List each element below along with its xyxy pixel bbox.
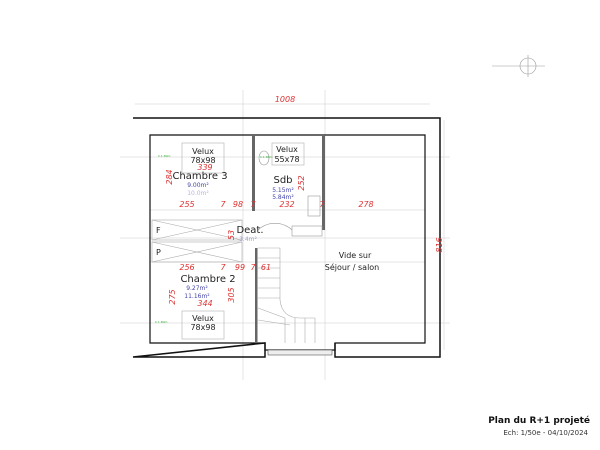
dimension-label: 98: [233, 200, 243, 209]
velux-window: [181, 310, 225, 340]
dimension-label: 305: [227, 287, 236, 302]
room-area: 9.27m²: [186, 285, 208, 292]
room-area: 3.4m²: [239, 236, 257, 243]
velux-window: [181, 142, 225, 174]
height-note: h.1.80m: [155, 320, 168, 324]
overall-depth-dimension: 816: [435, 237, 444, 252]
wardrobes: [151, 219, 243, 263]
room-area: 11.16m²: [184, 293, 210, 300]
room-area: 9.00m²: [187, 182, 209, 189]
dimension-label: 255: [179, 200, 194, 209]
height-note: h.1.80m: [260, 155, 273, 159]
staircase: [257, 247, 316, 343]
dimension-label: 53: [227, 230, 236, 240]
dimension-label: 7: [250, 263, 256, 272]
partitions: [252, 135, 325, 343]
room-name-placard: F: [156, 226, 161, 235]
dimension-label: 99: [235, 263, 245, 272]
north-arrow-icon: [492, 55, 545, 77]
inner-wall: [149, 134, 426, 351]
room-name-chambre-2: Chambre 2: [180, 274, 235, 285]
room-area: 5.15m²: [272, 187, 294, 194]
height-note: h.1.80m: [158, 154, 171, 158]
room-name-chambre-3: Chambre 3: [172, 171, 227, 182]
room-area: 5.84m²: [272, 194, 294, 201]
velux-size: 55x78: [274, 155, 299, 164]
stair-landing: [267, 349, 333, 356]
plan-title: Plan du R+1 projeté: [488, 416, 590, 426]
dimension-label: 252: [297, 175, 306, 190]
plan-subtitle: Ech: 1/50e - 04/10/2024: [503, 429, 588, 437]
void-label: Séjour / salon: [325, 262, 380, 272]
room-name-degagement: Deat.: [236, 225, 263, 236]
dimension-label: 7: [220, 200, 226, 209]
dimension-label: 232: [279, 200, 294, 209]
overall-width-dimension: 1008: [275, 95, 295, 104]
dimension-label: 7: [220, 263, 226, 272]
dimension-label: 7: [319, 200, 325, 209]
dimension-label: 339: [197, 163, 212, 172]
dimension-label: 278: [358, 200, 373, 209]
dimension-label: 275: [168, 289, 177, 304]
dimension-label: 344: [197, 299, 212, 308]
dimension-label: 61: [261, 263, 271, 272]
room-name-sdb: Sdb: [273, 175, 292, 186]
velux-size: 78x98: [190, 156, 215, 165]
velux-label: Velux: [192, 147, 214, 156]
velux-label: Velux: [276, 145, 298, 154]
void-label: Vide sur: [339, 251, 372, 260]
room-area: 10.0m²: [187, 190, 209, 197]
velux-size: 78x98: [190, 323, 215, 332]
velux-label: Velux: [192, 314, 214, 323]
dimension-label: 256: [179, 263, 194, 272]
bathroom-fixtures: [257, 150, 323, 237]
room-name-placard: P: [156, 248, 161, 257]
velux-window: [271, 142, 305, 166]
dimension-label: 7: [250, 200, 256, 209]
dimension-label: 284: [165, 169, 174, 184]
